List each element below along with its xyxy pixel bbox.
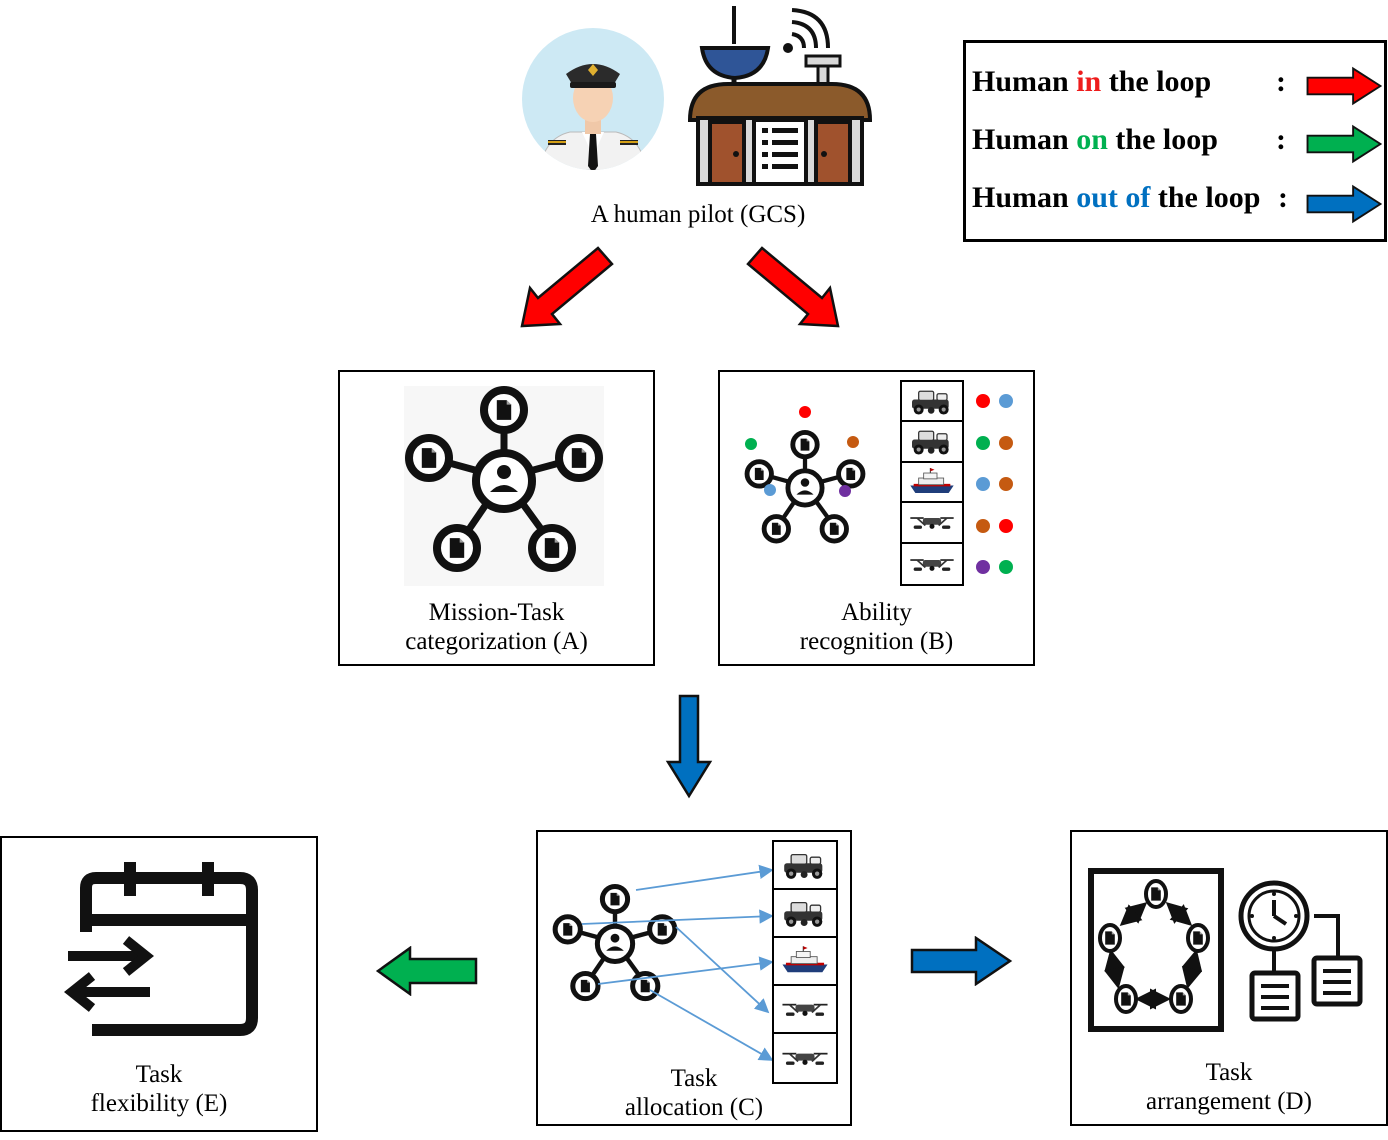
ship-icon bbox=[902, 463, 962, 504]
ship-icon bbox=[774, 938, 836, 986]
ability-dot bbox=[976, 477, 990, 491]
legend-arrow-red-icon bbox=[1306, 63, 1382, 109]
ability-dot bbox=[976, 560, 990, 574]
legend-arrow-blue-icon bbox=[1306, 181, 1382, 227]
network-hub-icon bbox=[404, 386, 604, 586]
ability-dot bbox=[999, 435, 1013, 450]
legend-colon: : bbox=[1276, 123, 1286, 156]
pilot-caption: A human pilot (GCS) bbox=[590, 201, 806, 228]
legend-box: Human in the loop : Human on the loop : … bbox=[963, 40, 1387, 242]
ability-dot bbox=[999, 477, 1013, 491]
ability-dot bbox=[999, 518, 1013, 533]
legend-arrow-green-icon bbox=[1306, 121, 1382, 167]
pilot-avatar-icon bbox=[522, 28, 664, 170]
legend-row-in: Human in the loop bbox=[972, 65, 1212, 98]
quadcopter-drone-icon bbox=[902, 503, 962, 544]
calendar-swap-icon bbox=[60, 858, 260, 1038]
ugv-robot-icon bbox=[774, 890, 836, 938]
red-arrow-to-a bbox=[500, 240, 620, 340]
schedule-clock-icon bbox=[1238, 878, 1368, 1028]
ugv-robot-icon bbox=[774, 842, 836, 890]
blue-arrow-right bbox=[908, 936, 1014, 986]
quadcopter-drone-icon bbox=[902, 544, 962, 584]
ugv-robot-icon bbox=[902, 422, 962, 463]
ability-dot bbox=[976, 394, 990, 408]
ability-dot-pairs bbox=[972, 380, 1022, 586]
ability-dot bbox=[976, 518, 990, 533]
ability-color-dots bbox=[745, 406, 859, 497]
ability-dot bbox=[999, 394, 1013, 408]
ugv-robot-icon bbox=[902, 382, 962, 423]
gcs-building-icon bbox=[688, 4, 872, 186]
blue-arrow-down bbox=[664, 694, 714, 800]
legend-row-on: Human on the loop bbox=[972, 123, 1218, 156]
legend-row-out-of: Human out of the loop bbox=[972, 181, 1261, 214]
red-arrow-to-b bbox=[740, 240, 860, 340]
vehicle-list bbox=[900, 380, 964, 586]
green-arrow-left bbox=[374, 946, 480, 996]
legend-colon: : bbox=[1278, 181, 1288, 214]
vehicle-list bbox=[772, 840, 838, 1084]
ability-dot bbox=[976, 435, 990, 450]
allocation-lines bbox=[581, 864, 774, 1061]
legend-colon: : bbox=[1276, 65, 1286, 98]
quadcopter-drone-icon bbox=[774, 986, 836, 1034]
ability-dot bbox=[999, 560, 1013, 574]
task-cycle-icon bbox=[1088, 868, 1224, 1032]
